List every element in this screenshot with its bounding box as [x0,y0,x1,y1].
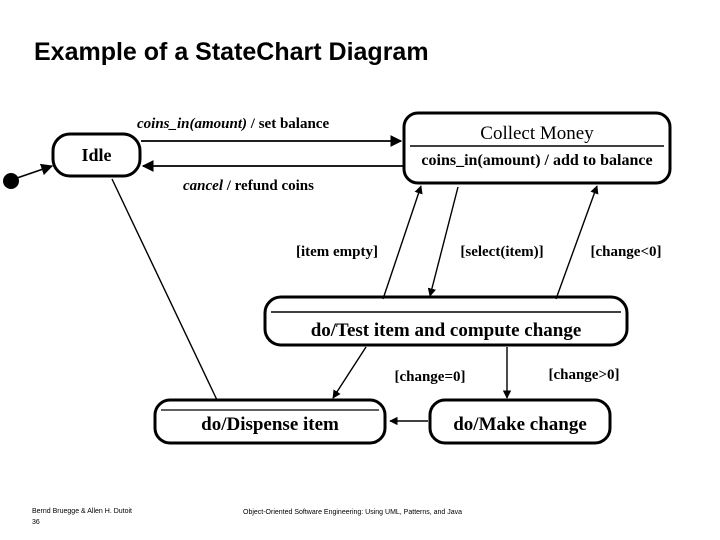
state-make-change-box[interactable] [428,398,612,445]
edge-idle-to-dispense [111,178,218,401]
guard-select-item: [select(item)] [460,244,543,260]
initial-state-dot [3,173,19,189]
state-idle-box[interactable] [51,132,142,178]
state-collect-money-box[interactable] [402,111,672,185]
guard-change-lt0: [change<0] [590,244,661,260]
state-idle[interactable]: Idle [51,132,142,178]
edge-test-to-collect-item-empty [382,185,423,300]
state-idle-label: Idle [81,145,111,165]
page-title: Example of a StateChart Diagram [34,38,429,66]
state-collect-money[interactable]: Collect Money coins_in(amount) / add to … [402,111,672,185]
state-collect-money-activity: coins_in(amount) / add to balance [421,152,652,169]
footer-book-title: Object-Oriented Software Engineering: Us… [243,509,463,516]
state-make-change[interactable]: do/Make change [428,398,612,445]
footer-authors: Bernd Bruegge & Allen H. Dutoit [32,508,133,515]
state-dispense-item-activity: do/Dispense item [201,414,339,435]
guard-item-empty: [item empty] [296,244,378,260]
state-dispense-item-box[interactable] [153,398,387,445]
state-dispense-item[interactable]: do/Dispense item [153,398,387,445]
edge-test-to-collect-change-lt0 [555,185,599,300]
edge-initial-to-idle [16,163,54,179]
edge-collect-to-test-select-item [427,186,459,297]
state-test-item-box[interactable] [263,295,629,347]
state-test-item[interactable]: do/Test item and compute change [263,295,629,347]
label-cancel: cancel / refund coins [183,178,314,194]
guard-change-eq0: [change=0] [394,369,465,385]
footer-page-number: 36 [32,519,40,526]
state-test-item-activity: do/Test item and compute change [311,320,582,341]
state-collect-money-label: Collect Money [480,123,594,144]
state-make-change-activity: do/Make change [453,414,587,435]
guard-change-gt0: [change>0] [548,367,619,383]
edge-test-to-dispense-change-eq0 [332,346,367,399]
label-coins-in: coins_in(amount) / set balance [137,116,329,132]
